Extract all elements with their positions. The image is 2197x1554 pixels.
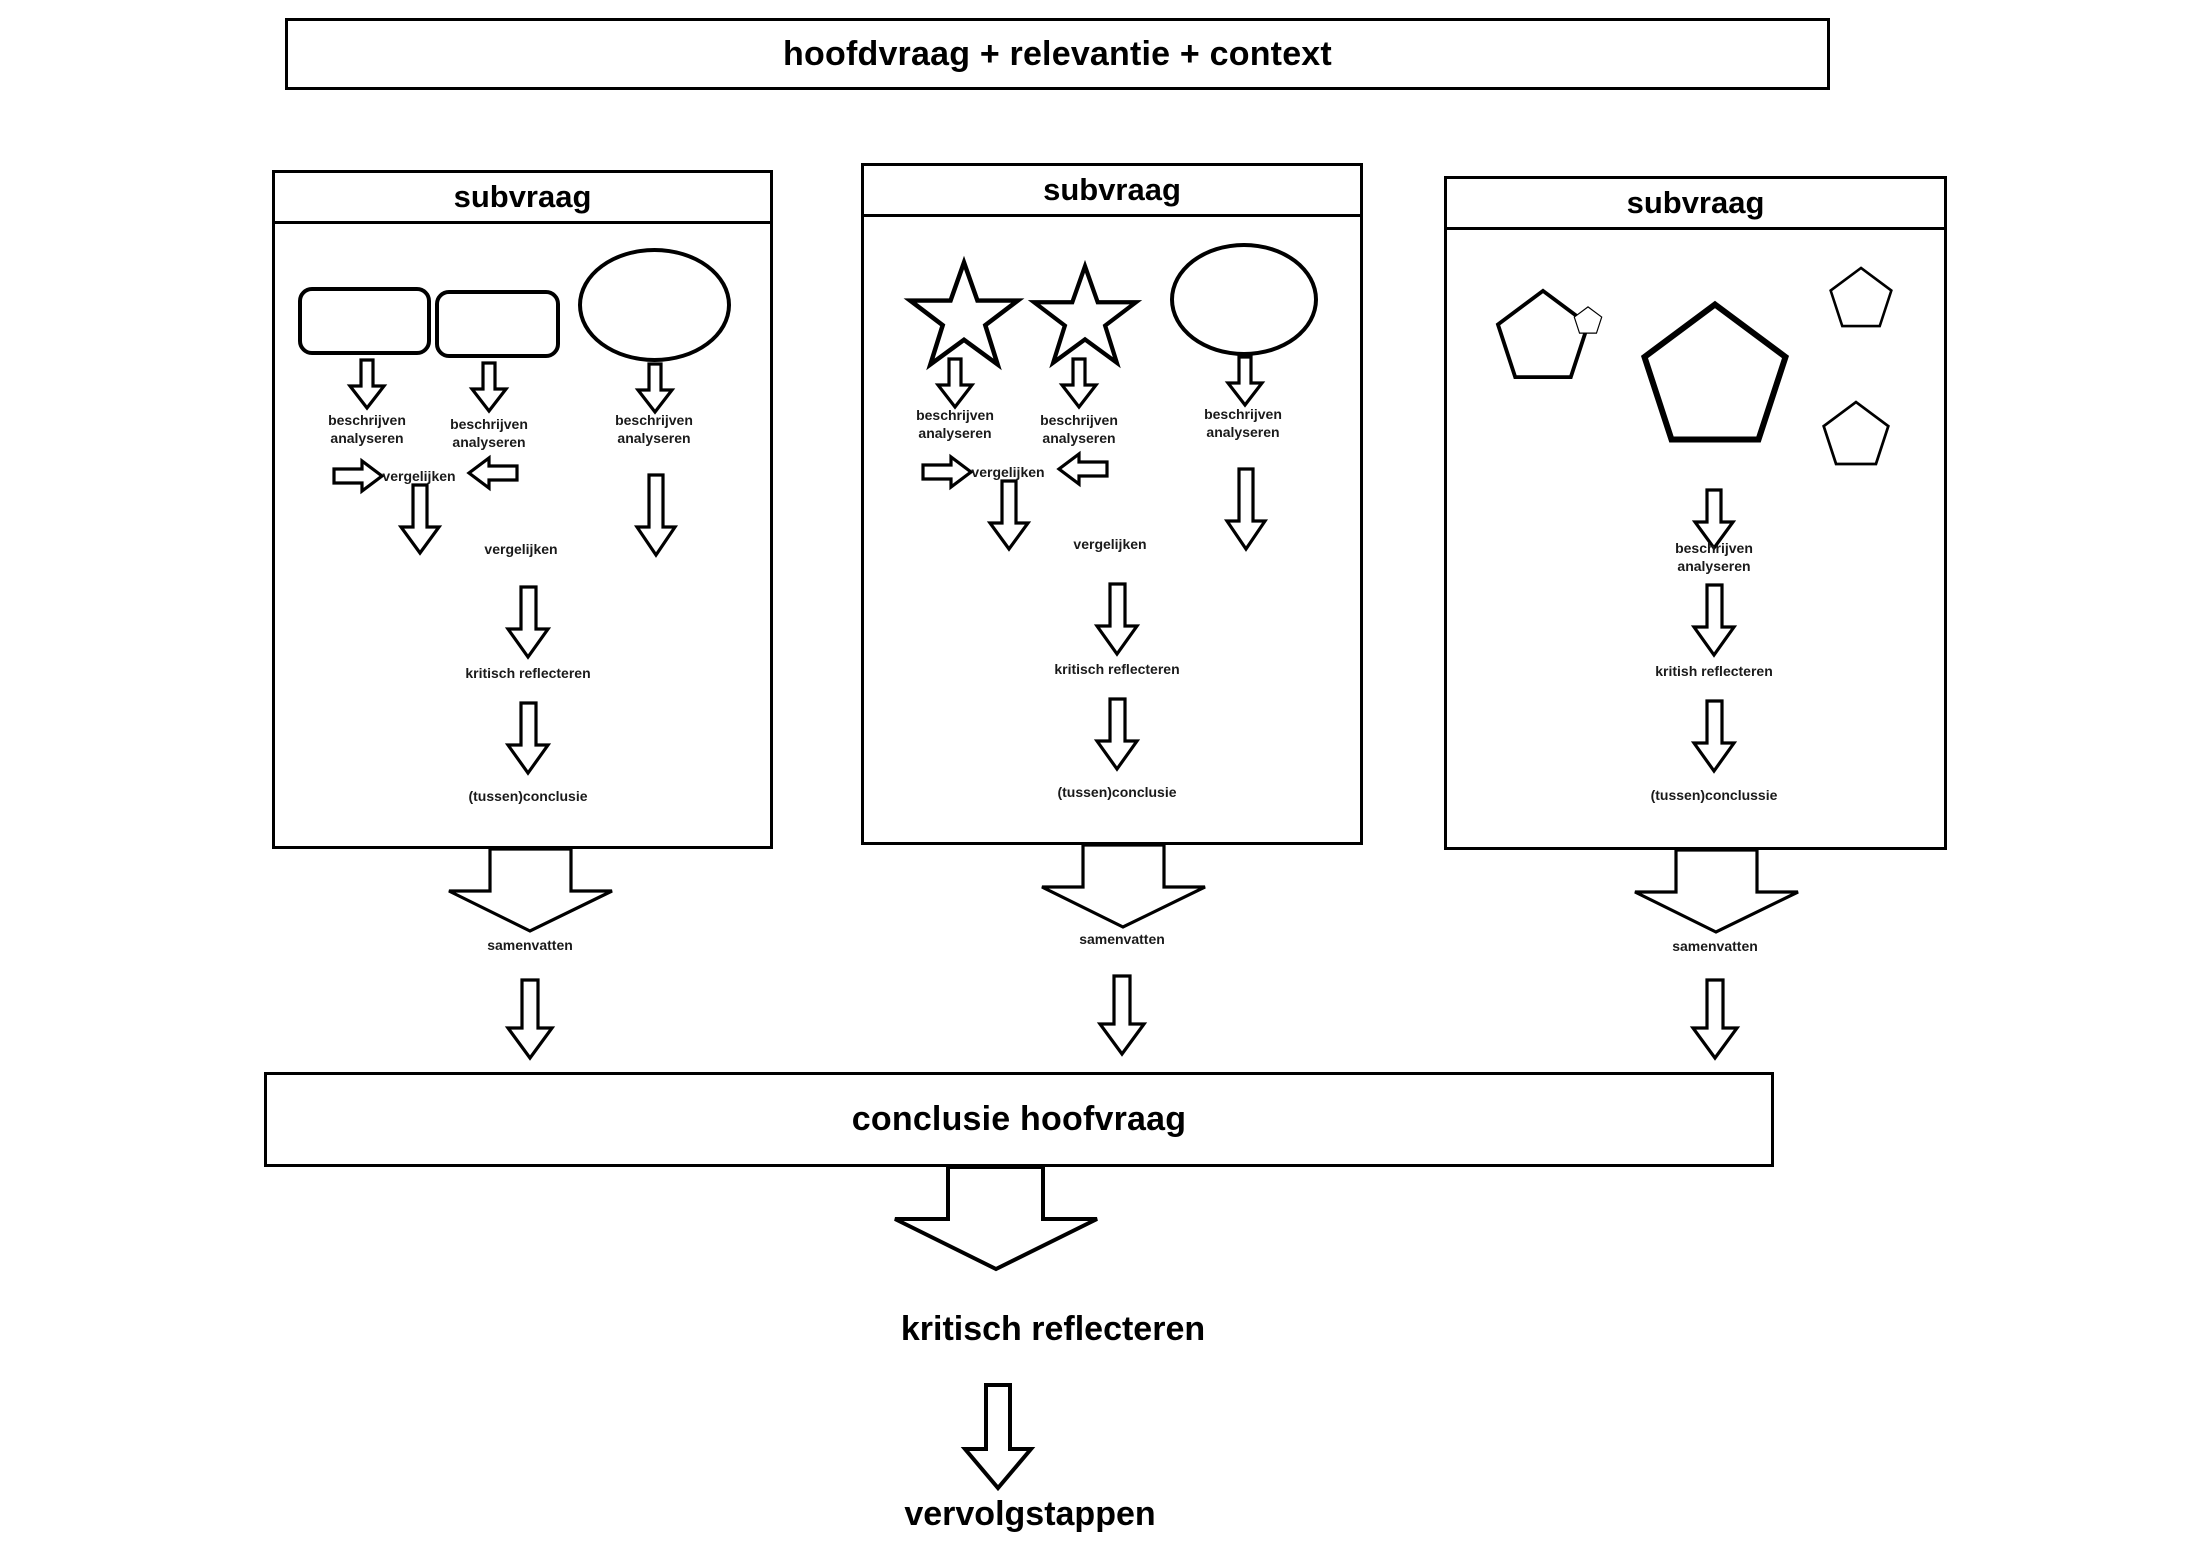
wide-down-arrow-icon-2 xyxy=(1041,843,1206,929)
down-arrow-icon-3-to-conclusion xyxy=(1689,978,1741,1061)
down-arrow-icon-2-conclusion xyxy=(1093,697,1141,772)
down-arrow-icon-2-to-conclusion xyxy=(1096,974,1148,1057)
down-arrow-icon-3a xyxy=(1691,488,1737,551)
subquestion-header-2: subvraag xyxy=(861,163,1363,217)
down-arrow-icon-1c xyxy=(634,362,676,415)
main-question-label: hoofdvraag + relevantie + context xyxy=(783,34,1332,73)
pentagon-shape-3b xyxy=(1573,306,1603,334)
down-arrow-icon-1-conclusion xyxy=(504,701,552,776)
analyse-label-2c: beschrijven analyseren xyxy=(1204,406,1282,440)
down-arrow-icon-1a xyxy=(346,358,388,411)
down-arrow-icon-3-reflect xyxy=(1690,583,1738,658)
subquestion-header-label-2: subvraag xyxy=(1043,172,1181,207)
down-arrow-icon-2a xyxy=(934,357,976,410)
conclusion-label-3: (tussen)conclussie xyxy=(1650,787,1778,803)
down-arrow-icon-1-compare xyxy=(397,483,443,556)
summarize-label-1: samenvatten xyxy=(487,937,573,953)
reflect-label-2: kritisch reflecteren xyxy=(1054,661,1180,677)
conclusion-label-1: (tussen)conclusie xyxy=(468,788,588,804)
right-arrow-icon-2 xyxy=(921,453,974,491)
reflect-label-1: kritisch reflecteren xyxy=(465,665,591,681)
conclusion-label-2: (tussen)conclusie xyxy=(1057,784,1177,800)
compare-label-2a: vergelijken xyxy=(971,464,1045,480)
analyse-label-1c: beschrijven analyseren xyxy=(615,412,693,446)
pentagon-shape-3a xyxy=(1495,288,1591,380)
wide-down-arrow-icon-1 xyxy=(448,847,613,933)
analyse-label-1a: beschrijven analyseren xyxy=(328,412,406,446)
compare-label-1b: vergelijken xyxy=(484,541,558,557)
down-arrow-icon-2-merge xyxy=(1093,582,1141,657)
subquestion-header-label-3: subvraag xyxy=(1626,185,1765,220)
down-arrow-icon-2c xyxy=(1224,355,1266,408)
down-arrow-icon-3-conclusion xyxy=(1690,699,1738,774)
wide-down-arrow-icon-3 xyxy=(1634,848,1799,934)
wide-down-arrow-icon-final xyxy=(894,1165,1098,1272)
analyse-label-3a: beschrijven analyseren xyxy=(1675,540,1753,574)
subquestion-header-1: subvraag xyxy=(272,170,773,224)
down-arrow-icon-1b xyxy=(468,361,510,414)
down-arrow-icon-final-steps xyxy=(960,1383,1036,1492)
summarize-label-3: samenvatten xyxy=(1672,938,1758,954)
ellipse-shape-1c xyxy=(578,248,731,362)
analyse-label-1b: beschrijven analyseren xyxy=(450,416,528,450)
main-question-box: hoofdvraag + relevantie + context xyxy=(285,18,1830,90)
star-shape-2b xyxy=(1027,259,1143,369)
ellipse-shape-2c xyxy=(1170,243,1318,356)
rounded-rectangle-shape-1b xyxy=(435,290,560,358)
pentagon-shape-3d xyxy=(1829,266,1893,328)
subquestion-header-label-1: subvraag xyxy=(453,179,592,214)
down-arrow-icon-2b xyxy=(1058,357,1100,410)
down-arrow-icon-1-right xyxy=(633,473,679,558)
down-arrow-icon-1-merge xyxy=(504,585,552,660)
down-arrow-icon-2-compare xyxy=(986,479,1032,552)
subquestion-header-3: subvraag xyxy=(1444,176,1947,230)
star-shape-2a xyxy=(903,255,1025,371)
compare-label-2b: vergelijken xyxy=(1073,536,1147,552)
pentagon-shape-3c xyxy=(1640,300,1790,443)
left-arrow-icon-2 xyxy=(1056,450,1109,488)
conclusion-label: conclusie hoofvraag xyxy=(851,1100,1187,1138)
summarize-label-2: samenvatten xyxy=(1079,931,1165,947)
rounded-rectangle-shape-1a xyxy=(298,287,431,355)
analyse-label-2a: beschrijven analyseren xyxy=(916,407,994,441)
compare-label-1a: vergelijken xyxy=(382,468,456,484)
final-steps-label: vervolgstappen xyxy=(904,1495,1156,1533)
final-reflect-label: kritisch reflecteren xyxy=(900,1310,1206,1348)
down-arrow-icon-2-right xyxy=(1223,467,1269,552)
pentagon-shape-3e xyxy=(1822,400,1890,466)
analyse-label-2b: beschrijven analyseren xyxy=(1040,412,1118,446)
down-arrow-icon-1-to-conclusion xyxy=(504,978,556,1061)
reflect-label-3: kritish reflecteren xyxy=(1655,663,1773,679)
right-arrow-icon-1 xyxy=(332,457,385,495)
left-arrow-icon-1 xyxy=(466,454,519,492)
conclusion-box: conclusie hoofvraag xyxy=(264,1072,1774,1167)
